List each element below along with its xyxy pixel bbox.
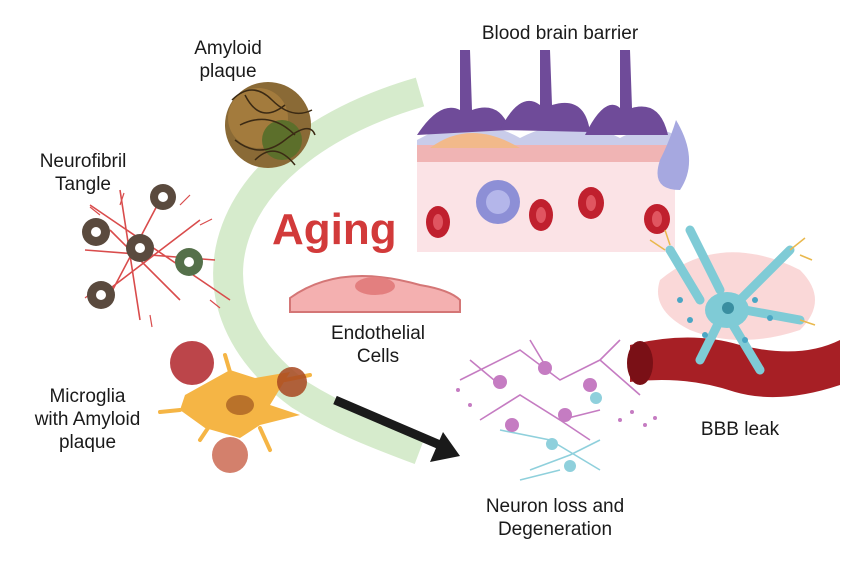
label-line: Amyloid	[194, 38, 262, 59]
aging-title: Aging	[272, 205, 397, 254]
blood-brain-barrier-graphic	[417, 50, 690, 252]
neurofibril-tangle-label: Neurofibril Tangle	[28, 150, 138, 196]
tangle-node	[87, 281, 115, 309]
label-line: Neurofibril	[39, 151, 127, 172]
bbb-leak-label: BBB leak	[700, 419, 780, 440]
amyloid-plaque-graphic	[225, 82, 316, 168]
tangle-node	[175, 248, 203, 276]
label-line: Cells	[356, 346, 400, 367]
red-blood-cell	[529, 199, 553, 231]
tangle-node	[82, 218, 110, 246]
red-blood-cell	[644, 204, 670, 234]
label-line: with Amyloid	[34, 409, 141, 430]
label-line: Tangle	[55, 174, 111, 195]
blood-brain-barrier-label: Blood brain barrier	[481, 23, 639, 44]
tangle-node	[150, 184, 176, 210]
microglia-graphic	[158, 341, 312, 473]
microglia-label: Microglia with Amyloid plaque	[20, 385, 155, 454]
bbb-leak-graphic	[627, 225, 840, 398]
progression-arrow	[333, 395, 460, 462]
label-line: Neuron loss and	[485, 496, 625, 517]
neuron-degeneration-graphic	[456, 339, 657, 481]
red-blood-cell	[578, 187, 604, 219]
endothelial-cells-label: Endothelial Cells	[318, 322, 438, 368]
label-line: plaque	[199, 61, 257, 82]
red-blood-cell	[426, 206, 450, 238]
neuron-loss-label: Neuron loss and Degeneration	[470, 495, 640, 541]
label-line: Degeneration	[497, 519, 613, 540]
endothelial-cell-graphic	[289, 275, 461, 313]
label-line: plaque	[58, 432, 117, 453]
tangle-node	[126, 234, 154, 262]
neurofibril-tangle-graphic	[82, 184, 231, 328]
amyloid-plaque-label: Amyloid plaque	[178, 37, 278, 83]
label-line: Endothelial	[330, 323, 426, 344]
label-line: Microglia	[49, 386, 126, 407]
